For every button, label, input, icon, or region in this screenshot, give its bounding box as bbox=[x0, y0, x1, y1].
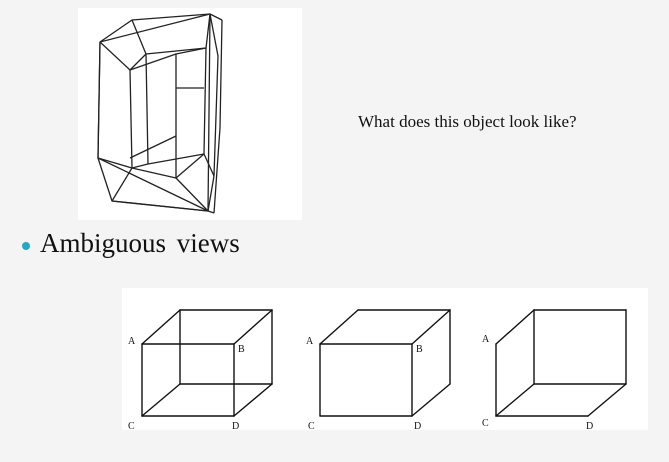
cube2-label-c: C bbox=[308, 421, 315, 430]
cube1-label-a: A bbox=[128, 336, 136, 347]
bullet-item: Ambiguous views bbox=[22, 228, 240, 259]
cube2-label-a: A bbox=[306, 336, 314, 347]
question-text: What does this object look like? bbox=[358, 112, 577, 131]
hypercube-outer-frame bbox=[97, 13, 223, 214]
cube1-label-d: D bbox=[232, 421, 239, 430]
cube3-label-c: C bbox=[482, 418, 489, 429]
bullet-dot-icon bbox=[22, 241, 30, 250]
hypercube-inner-cube bbox=[129, 47, 207, 179]
cube-view-from-below: A C D bbox=[482, 309, 627, 430]
cube-wireframe-full: A B C D bbox=[128, 309, 273, 430]
cube2-label-b: B bbox=[416, 344, 423, 355]
bullet-text: Ambiguous views bbox=[40, 228, 240, 258]
cube1-label-b: B bbox=[238, 344, 245, 355]
cube3-label-a: A bbox=[482, 334, 490, 345]
cube-view-from-above: A B C D bbox=[306, 309, 451, 430]
cube2-label-d: D bbox=[414, 421, 421, 430]
cube3-label-d: D bbox=[586, 421, 593, 430]
hypercube-figure bbox=[78, 8, 302, 220]
ambiguous-views-figure: A B C D A B C D bbox=[122, 288, 648, 430]
ambiguous-cubes-drawing: A B C D A B C D bbox=[128, 309, 627, 430]
cube1-label-c: C bbox=[128, 421, 135, 430]
hypercube-connectors bbox=[97, 13, 215, 212]
hypercube-drawing bbox=[97, 13, 223, 214]
